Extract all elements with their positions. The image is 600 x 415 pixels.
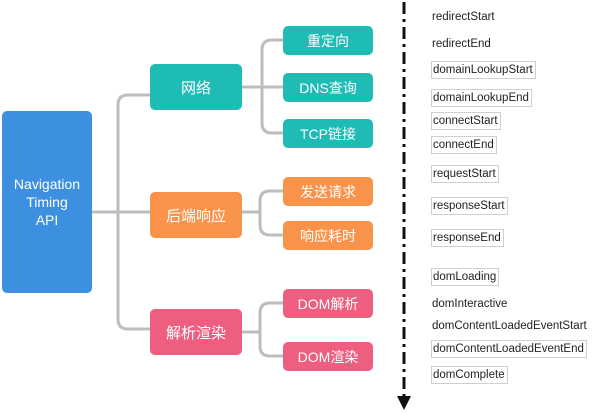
leaf-tcp-label: TCP链接 bbox=[300, 125, 356, 142]
event-redirect-end: redirectEnd bbox=[432, 38, 491, 50]
leaf-redirect-label: 重定向 bbox=[307, 32, 349, 49]
root-line-3: API bbox=[35, 212, 59, 228]
timeline-arrow-icon bbox=[397, 396, 411, 410]
event-response-end: responseEnd bbox=[431, 229, 504, 247]
branch-network: 网络 bbox=[150, 64, 242, 110]
root-connectors bbox=[92, 93, 150, 331]
branch-network-label: 网络 bbox=[180, 79, 211, 97]
render-connectors bbox=[242, 301, 283, 358]
root-line-2: Timing bbox=[26, 194, 68, 210]
event-connect-start: connectStart bbox=[431, 112, 501, 130]
event-dom-interactive: domInteractive bbox=[432, 298, 508, 310]
leaf-send-request: 发送请求 bbox=[283, 177, 373, 206]
backend-connectors bbox=[242, 189, 283, 237]
leaf-dom-parse: DOM解析 bbox=[283, 289, 373, 318]
event-response-start: responseStart bbox=[431, 197, 508, 215]
branch-backend-label: 后端响应 bbox=[165, 207, 226, 225]
leaf-dom-render-label: DOM渲染 bbox=[297, 348, 359, 365]
leaf-response-time: 响应耗时 bbox=[283, 221, 373, 250]
root-line-1: Navigation bbox=[13, 176, 81, 192]
leaf-dns-label: DNS查询 bbox=[299, 79, 357, 96]
event-connect-end: connectEnd bbox=[431, 136, 497, 154]
event-dom-content-loaded-start: domContentLoadedEventStart bbox=[432, 320, 587, 332]
branch-render-label: 解析渲染 bbox=[165, 324, 226, 342]
event-redirect-start: redirectStart bbox=[432, 11, 495, 23]
leaf-tcp: TCP链接 bbox=[283, 119, 373, 148]
branch-backend: 后端响应 bbox=[150, 192, 242, 238]
event-dom-loading: domLoading bbox=[431, 268, 500, 286]
leaf-dom-render: DOM渲染 bbox=[283, 342, 373, 371]
root-node: Navigation Timing API bbox=[2, 111, 92, 293]
leaf-dom-parse-label: DOM解析 bbox=[297, 295, 359, 312]
leaf-send-request-label: 发送请求 bbox=[300, 183, 356, 200]
leaf-dns: DNS查询 bbox=[283, 73, 373, 102]
event-domain-lookup-end: domainLookupEnd bbox=[431, 89, 532, 107]
event-request-start: requestStart bbox=[431, 165, 499, 183]
event-dom-complete: domComplete bbox=[431, 366, 508, 384]
network-connectors bbox=[242, 38, 283, 135]
branch-render: 解析渲染 bbox=[150, 309, 242, 355]
event-domain-lookup-start: domainLookupStart bbox=[431, 61, 536, 79]
leaf-redirect: 重定向 bbox=[283, 26, 373, 55]
event-dom-content-loaded-end: domContentLoadedEventEnd bbox=[431, 340, 587, 358]
leaf-response-time-label: 响应耗时 bbox=[300, 227, 356, 244]
